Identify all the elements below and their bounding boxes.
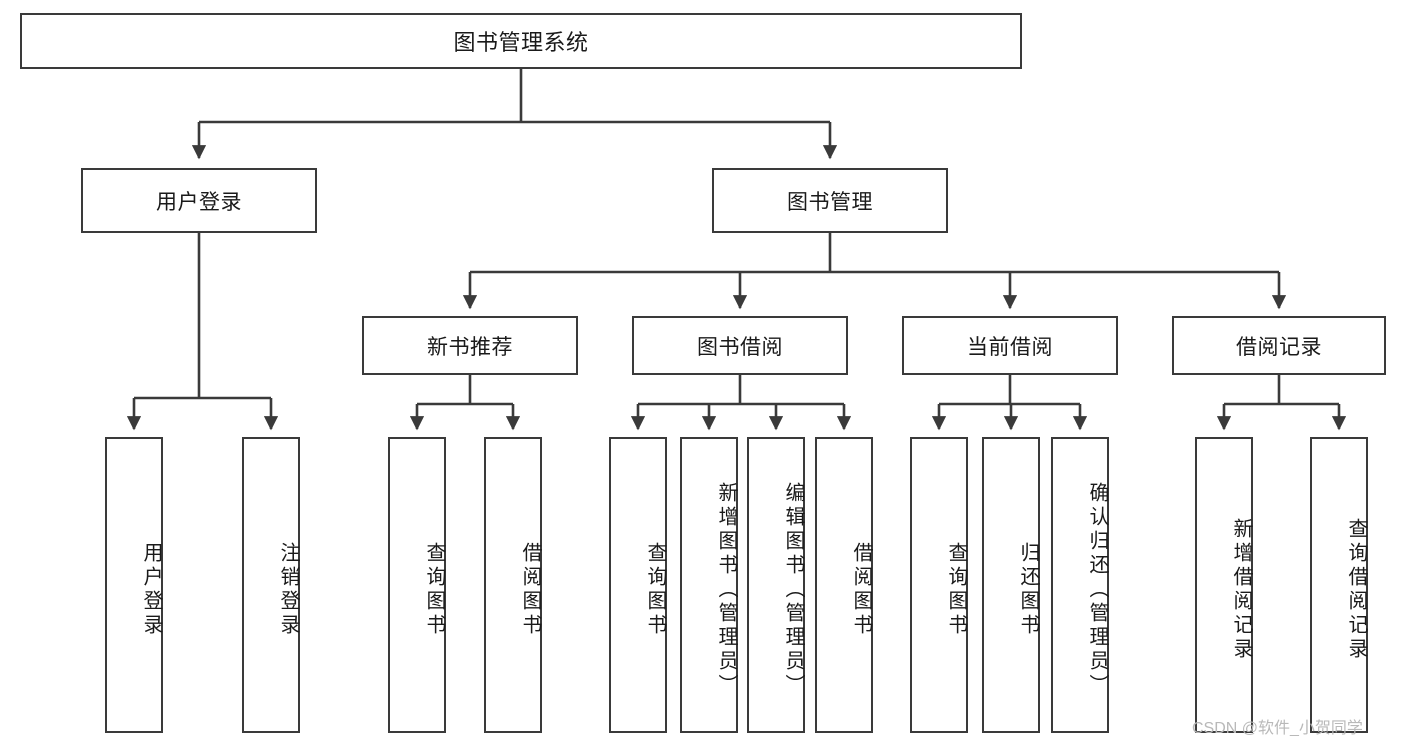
- node-book-borrow[interactable]: 图书借阅: [632, 316, 848, 375]
- leaf-current-query-book[interactable]: 查询图书: [910, 437, 968, 733]
- node-book-management[interactable]: 图书管理: [712, 168, 948, 233]
- leaf-current-return-book[interactable]: 归还图书: [982, 437, 1040, 733]
- node-label: 查询图书: [644, 542, 666, 638]
- node-label: 当前借阅: [967, 335, 1053, 359]
- node-new-book-recommend[interactable]: 新书推荐: [362, 316, 578, 375]
- node-label: 查询借阅记录: [1345, 518, 1367, 662]
- node-label: 查询图书: [423, 542, 445, 638]
- node-label: 新增图书（管理员）: [715, 482, 737, 698]
- node-current-borrow[interactable]: 当前借阅: [902, 316, 1118, 375]
- leaf-borrow-edit-book-admin[interactable]: 编辑图书（管理员）: [747, 437, 805, 733]
- leaf-recommend-query-book[interactable]: 查询图书: [388, 437, 446, 733]
- leaf-borrow-add-book-admin[interactable]: 新增图书（管理员）: [680, 437, 738, 733]
- leaf-user-login-logout[interactable]: 注销登录: [242, 437, 300, 733]
- node-label: 借阅记录: [1236, 335, 1322, 359]
- leaf-record-add-record[interactable]: 新增借阅记录: [1195, 437, 1253, 733]
- node-label: 图书管理系统: [453, 30, 589, 55]
- node-borrow-record[interactable]: 借阅记录: [1172, 316, 1386, 375]
- node-label: 借阅图书: [519, 542, 541, 638]
- leaf-user-login-login[interactable]: 用户登录: [105, 437, 163, 733]
- node-label: 编辑图书（管理员）: [782, 482, 804, 698]
- leaf-recommend-borrow-book[interactable]: 借阅图书: [484, 437, 542, 733]
- leaf-borrow-borrow-book[interactable]: 借阅图书: [815, 437, 873, 733]
- node-label: 图书借阅: [697, 335, 783, 359]
- node-label: 确认归还（管理员）: [1086, 482, 1108, 698]
- node-label: 归还图书: [1017, 542, 1039, 638]
- node-root-system[interactable]: 图书管理系统: [20, 13, 1022, 69]
- node-label: 新增借阅记录: [1230, 518, 1252, 662]
- node-label: 用户登录: [140, 542, 162, 638]
- leaf-record-query-record[interactable]: 查询借阅记录: [1310, 437, 1368, 733]
- node-label: 注销登录: [277, 542, 299, 638]
- node-label: 图书管理: [787, 190, 873, 214]
- node-label: 新书推荐: [427, 335, 513, 359]
- node-label: 查询图书: [945, 542, 967, 638]
- leaf-borrow-query-book[interactable]: 查询图书: [609, 437, 667, 733]
- node-user-login[interactable]: 用户登录: [81, 168, 317, 233]
- leaf-current-confirm-return-admin[interactable]: 确认归还（管理员）: [1051, 437, 1109, 733]
- node-label: 借阅图书: [850, 542, 872, 638]
- node-label: 用户登录: [156, 190, 242, 214]
